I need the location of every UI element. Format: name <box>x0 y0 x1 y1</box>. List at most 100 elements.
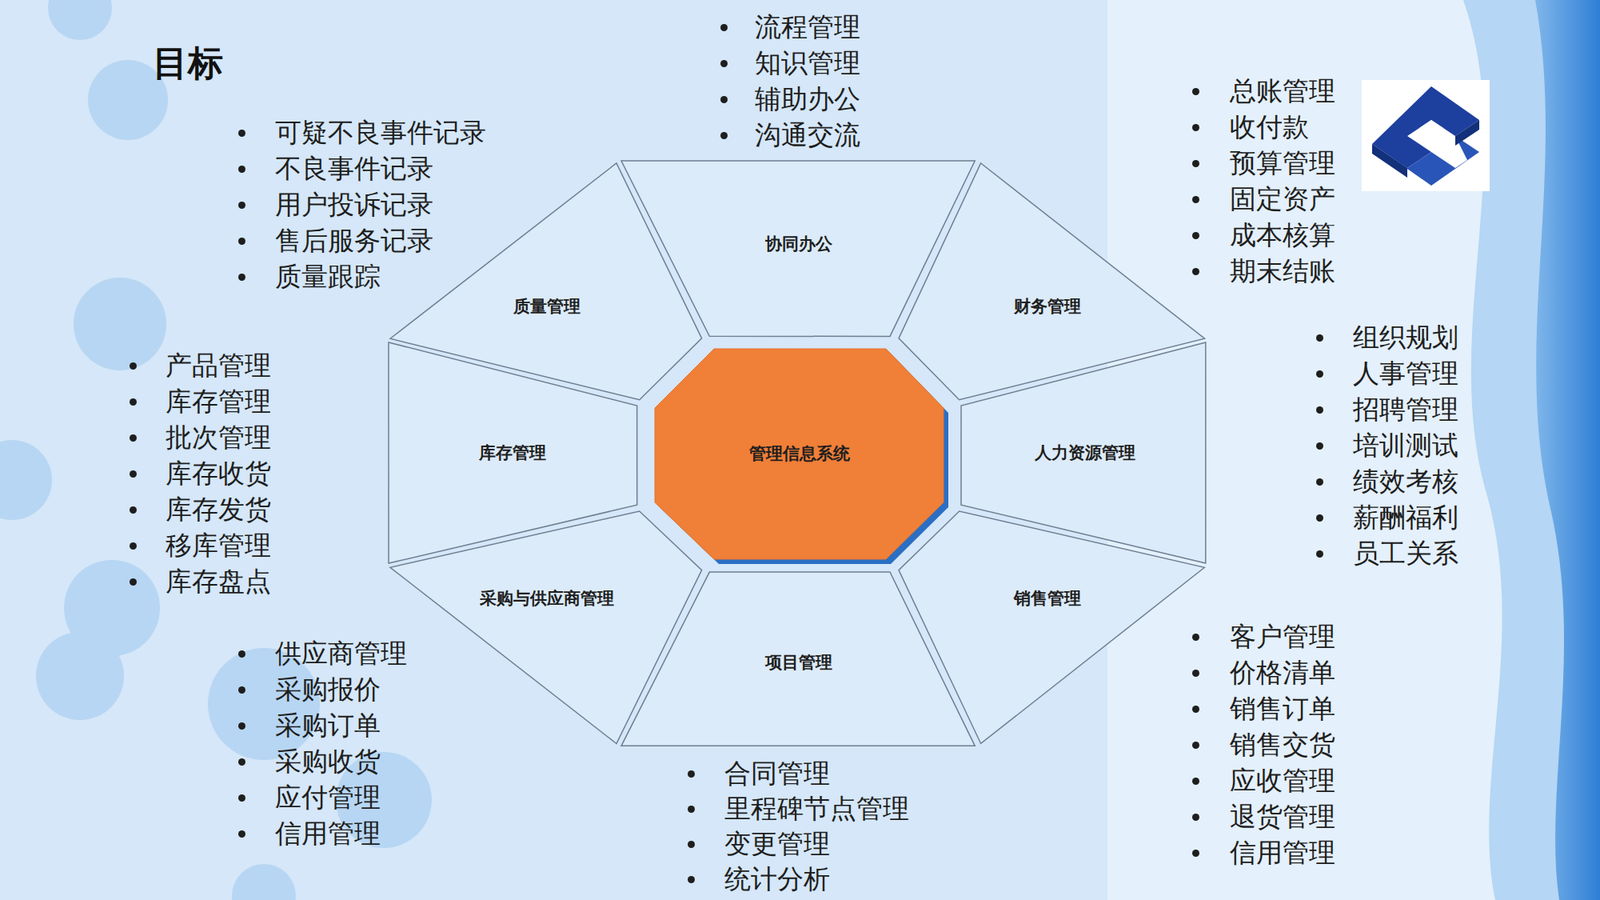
bullet-row: 客户管理 <box>1192 618 1336 655</box>
bullet-dot <box>129 506 137 514</box>
list-item: 售后服务记录 <box>275 223 434 260</box>
list-item: 用户投诉记录 <box>275 187 434 224</box>
bullet-dot <box>238 165 246 173</box>
bullet-row: 库存盘点 <box>129 563 272 600</box>
list-item: 退货管理 <box>1229 798 1336 835</box>
bullet-row: 销售交货 <box>1192 726 1336 763</box>
list-item: 可疑不良事件记录 <box>275 115 487 152</box>
list-item: 员工关系 <box>1352 535 1459 572</box>
bullet-dot <box>720 59 728 68</box>
list-item: 价格清单 <box>1229 654 1336 691</box>
list-item: 知识管理 <box>754 45 861 82</box>
bullet-dot <box>238 273 246 281</box>
octagon-fill <box>654 348 944 559</box>
bullet-dot <box>720 131 728 140</box>
segment-label: 协同办公 <box>765 232 833 256</box>
bullet-row: 成本核算 <box>1192 217 1336 254</box>
bullet-dot <box>129 434 137 442</box>
bullet-row: 采购报价 <box>238 671 381 708</box>
bullet-row: 供应商管理 <box>238 635 407 672</box>
bullet-dot <box>1192 741 1200 749</box>
list-item: 不良事件记录 <box>275 151 434 188</box>
bullet-dot <box>129 362 137 370</box>
list-item: 销售交货 <box>1229 726 1336 763</box>
list-item: 库存管理 <box>165 383 272 420</box>
list-item: 组织规划 <box>1352 319 1459 356</box>
segment-label: 采购与供应商管理 <box>479 586 615 610</box>
bullet-dot <box>1316 442 1324 450</box>
bullet-row: 销售订单 <box>1192 690 1336 727</box>
bullet-row: 应付管理 <box>238 779 381 816</box>
list-item: 薪酬福利 <box>1352 499 1459 536</box>
bullet-dot <box>1192 777 1200 785</box>
list-item: 绩效考核 <box>1352 463 1459 500</box>
list-item: 沟通交流 <box>754 117 861 154</box>
bullet-row: 培训测试 <box>1316 427 1459 464</box>
logo <box>1361 79 1490 192</box>
bullet-row: 信用管理 <box>238 815 381 852</box>
bullet-dot <box>129 470 137 478</box>
list-item: 流程管理 <box>754 9 861 46</box>
bullet-row: 统计分析 <box>687 861 830 898</box>
bullet-row: 知识管理 <box>720 45 861 82</box>
bullet-dot <box>1316 370 1324 378</box>
bullet-dot <box>1192 231 1200 240</box>
bullet-dot <box>1192 849 1200 857</box>
bullet-row: 不良事件记录 <box>238 151 434 188</box>
bullet-row: 库存管理 <box>129 383 272 420</box>
list-item: 产品管理 <box>165 347 272 384</box>
bullet-row: 库存收货 <box>129 455 272 492</box>
list-item: 库存盘点 <box>165 563 272 600</box>
bullet-row: 里程碑节点管理 <box>687 790 910 827</box>
list-item: 信用管理 <box>275 815 381 852</box>
list-item: 总账管理 <box>1229 73 1336 110</box>
bullet-dot <box>238 201 246 209</box>
list-item: 里程碑节点管理 <box>724 790 910 827</box>
bullet-dot <box>1192 87 1200 96</box>
bullet-row: 合同管理 <box>687 755 830 792</box>
bullet-dot <box>129 542 137 550</box>
bullet-dot <box>687 875 695 883</box>
slide-title: 目标 <box>152 39 224 88</box>
bullet-row: 退货管理 <box>1192 798 1336 835</box>
list-item: 预算管理 <box>1229 145 1336 182</box>
bullet-row: 期末结账 <box>1192 253 1336 290</box>
bullet-row: 预算管理 <box>1192 145 1336 182</box>
bullet-row: 库存发货 <box>129 491 272 528</box>
list-item: 移库管理 <box>165 527 272 564</box>
list-item: 应收管理 <box>1229 762 1336 799</box>
bullet-row: 绩效考核 <box>1316 463 1459 500</box>
list-item: 合同管理 <box>724 755 830 792</box>
bullet-row: 采购收货 <box>238 743 381 780</box>
segment-label: 财务管理 <box>1013 295 1082 318</box>
bullet-dot <box>720 23 728 32</box>
bullet-row: 组织规划 <box>1316 319 1459 356</box>
bullet-dot <box>1316 478 1324 486</box>
bullet-row: 批次管理 <box>129 419 272 456</box>
bullet-row: 可疑不良事件记录 <box>238 115 487 152</box>
bullet-dot <box>129 398 137 406</box>
bullet-dot <box>1192 705 1200 713</box>
bullet-row: 用户投诉记录 <box>238 187 434 224</box>
bullet-dot <box>238 722 246 730</box>
list-item: 培训测试 <box>1352 427 1459 464</box>
list-item: 采购订单 <box>275 707 381 744</box>
bullet-dot <box>238 686 246 694</box>
list-item: 销售订单 <box>1229 690 1336 727</box>
segment-box: 质量管理 <box>388 161 711 408</box>
bullet-dot <box>1192 633 1200 641</box>
center-octagon: 管理信息系统 <box>653 347 952 567</box>
list-item: 库存发货 <box>165 491 272 528</box>
bullet-row: 移库管理 <box>129 527 272 564</box>
bullet-row: 变更管理 <box>687 825 830 862</box>
bullet-dot <box>687 840 695 848</box>
bullet-dot <box>129 578 137 586</box>
bullet-dot <box>1316 334 1324 342</box>
center-label: 管理信息系统 <box>749 442 850 465</box>
bullet-dot <box>1316 406 1324 414</box>
segment-label: 库存管理 <box>478 441 547 464</box>
list-item: 质量跟踪 <box>275 259 381 296</box>
list-item: 期末结账 <box>1229 253 1336 290</box>
list-item: 库存收货 <box>165 455 272 492</box>
